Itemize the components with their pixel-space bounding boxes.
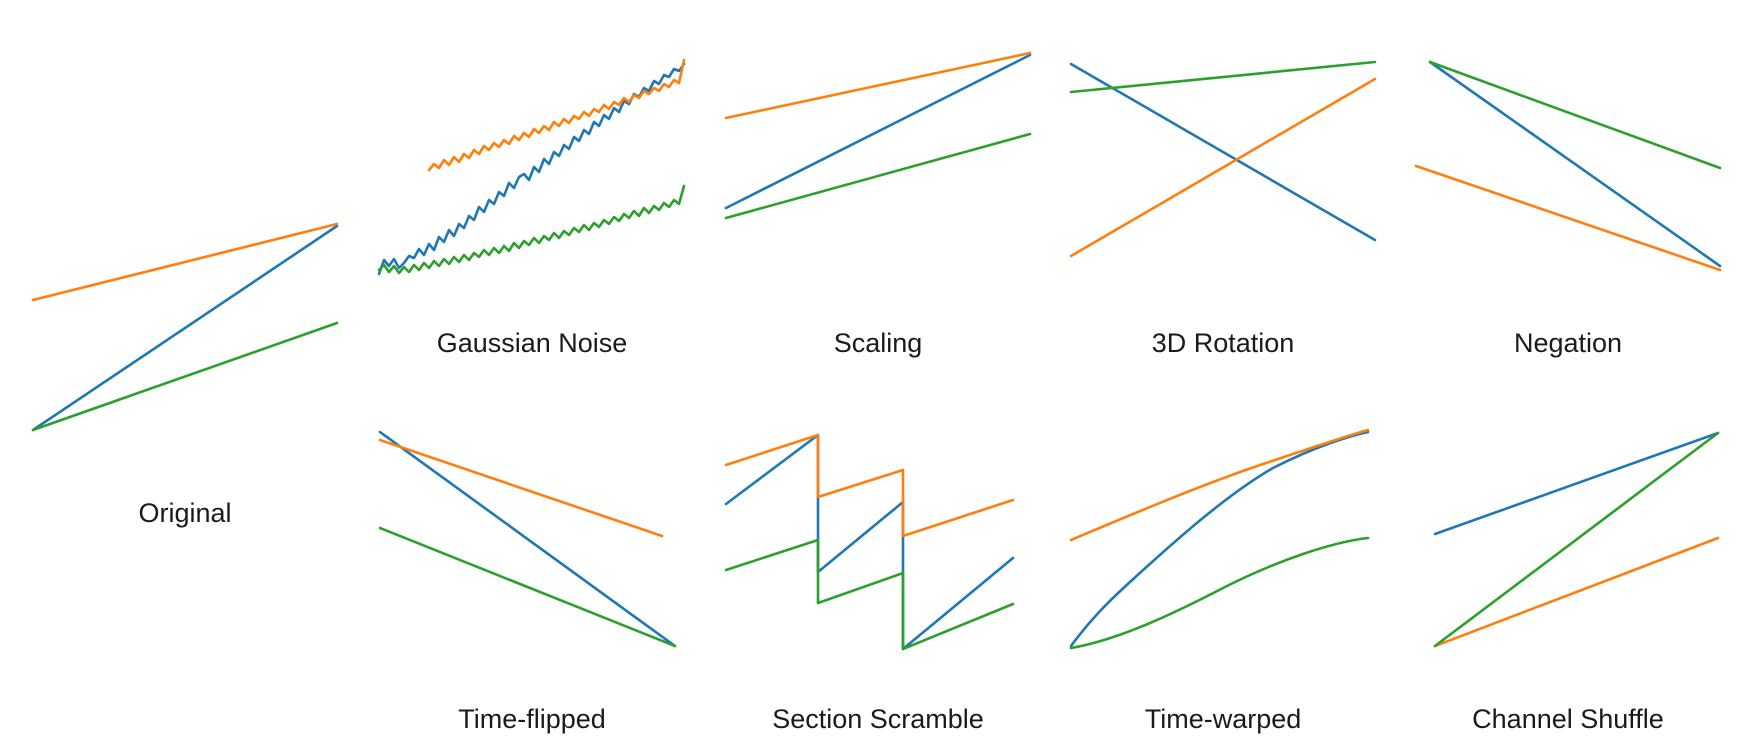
panel-section-scramble xyxy=(723,424,1033,656)
series-channel-3-original xyxy=(31,321,339,432)
series-channel-1-original xyxy=(31,224,339,432)
panel-caption-time-flipped: Time-flipped xyxy=(458,704,606,734)
series-channel-2-gaussian-noise xyxy=(427,58,686,172)
series-channel-1-channel-shuffle xyxy=(1433,431,1720,536)
panel-negation xyxy=(1413,46,1723,278)
plot-time-flipped xyxy=(378,430,677,648)
series-channel-2-section-scramble xyxy=(724,433,1015,538)
series-channel-2-scaling xyxy=(724,51,1032,120)
plot-original xyxy=(31,222,339,432)
series-channel-3-channel-shuffle xyxy=(1433,431,1720,648)
panel-rotation-3d xyxy=(1068,46,1378,278)
series-channel-3-scaling xyxy=(724,132,1032,220)
plot-rotation-3d xyxy=(1069,60,1377,258)
panel-channel-shuffle xyxy=(1413,424,1723,656)
plot-time-warped xyxy=(1069,428,1370,650)
series-channel-2-channel-shuffle xyxy=(1433,536,1720,648)
series-channel-1-scaling xyxy=(724,53,1032,210)
panel-gaussian-noise xyxy=(377,46,687,278)
panel-scaling xyxy=(723,46,1033,278)
panel-caption-scaling: Scaling xyxy=(833,328,923,358)
series-channel-1-rotation-3d xyxy=(1069,62,1377,242)
panel-caption-rotation-3d: 3D Rotation xyxy=(1151,328,1295,358)
series-channel-1-time-flipped xyxy=(378,430,677,648)
series-channel-2-rotation-3d xyxy=(1069,77,1377,258)
plot-channel-shuffle xyxy=(1433,431,1720,648)
series-channel-1-negation xyxy=(1428,60,1722,268)
series-channel-2-time-warped xyxy=(1069,428,1370,542)
series-channel-3-rotation-3d xyxy=(1069,60,1377,94)
panel-caption-time-warped: Time-warped xyxy=(1144,704,1302,734)
series-channel-1-time-warped xyxy=(1069,430,1370,648)
series-channel-3-section-scramble xyxy=(724,538,1015,651)
panel-caption-gaussian-noise: Gaussian Noise xyxy=(436,328,628,358)
series-channel-3-gaussian-noise xyxy=(377,184,686,275)
panel-caption-channel-shuffle: Channel Shuffle xyxy=(1472,704,1664,734)
plot-gaussian-noise xyxy=(377,58,686,276)
panel-original xyxy=(30,212,340,444)
panel-time-flipped xyxy=(377,424,687,656)
panel-caption-original: Original xyxy=(138,498,232,528)
plot-negation xyxy=(1414,60,1722,272)
series-channel-3-time-warped xyxy=(1069,536,1370,650)
panel-time-warped xyxy=(1068,424,1378,656)
series-channel-2-original xyxy=(31,222,339,302)
panel-caption-section-scramble: Section Scramble xyxy=(772,704,984,734)
series-channel-2-negation xyxy=(1414,164,1722,272)
plot-section-scramble xyxy=(724,433,1015,651)
panel-caption-negation: Negation xyxy=(1513,328,1623,358)
series-channel-3-time-flipped xyxy=(378,526,677,648)
plot-scaling xyxy=(724,51,1032,220)
series-channel-1-section-scramble xyxy=(724,433,1015,651)
series-channel-3-negation xyxy=(1428,60,1722,170)
series-channel-2-time-flipped xyxy=(378,438,664,538)
